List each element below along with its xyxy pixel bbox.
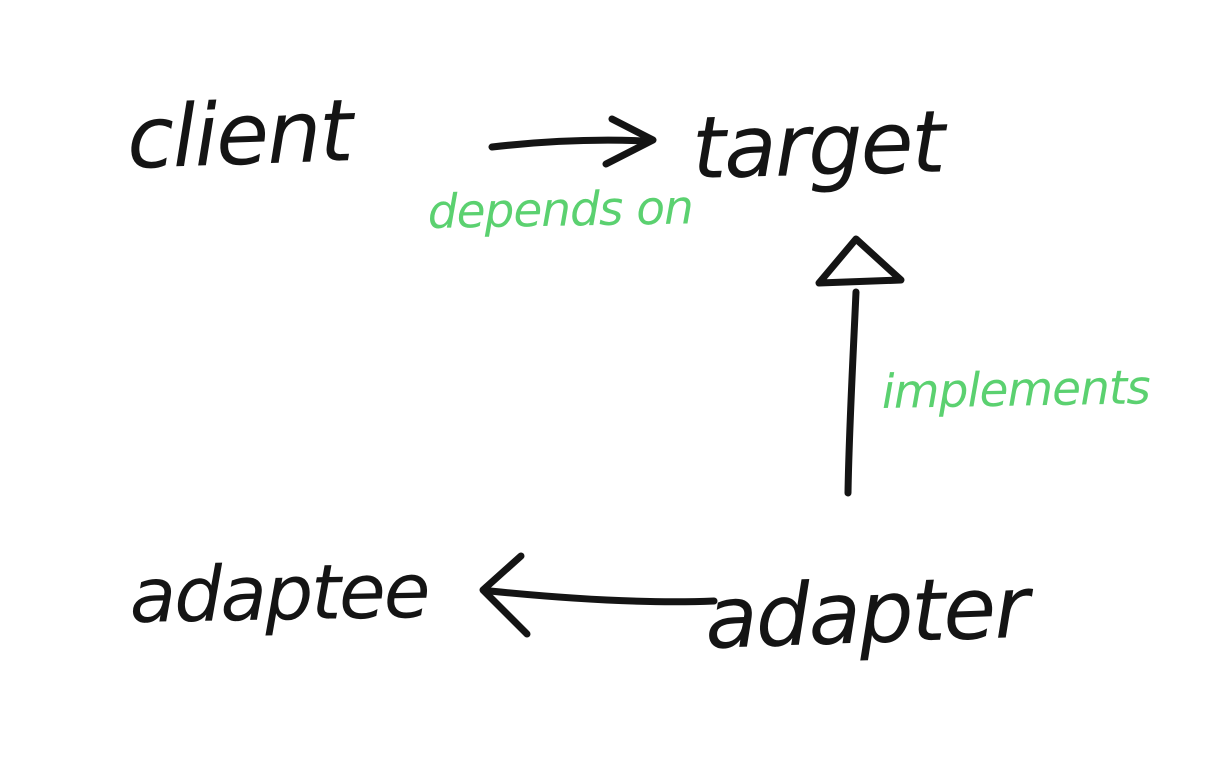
- edge-label-implements: implements: [881, 360, 1150, 420]
- node-client-label: client: [125, 81, 358, 189]
- adaptee-arrowhead-icon: [479, 552, 531, 638]
- node-adaptee-label: adaptee: [129, 546, 429, 640]
- edge-client-depends-on-target: depends on: [427, 115, 693, 240]
- node-adapter-label: adapter: [703, 558, 1035, 669]
- implements-arrow-shaft: [844, 288, 860, 497]
- node-target-label: target: [691, 92, 950, 199]
- adaptee-arrow-shaft: [486, 587, 718, 606]
- implements-hollow-triangle-icon: [815, 235, 905, 287]
- depends-on-arrow-shaft: [488, 136, 650, 151]
- edge-adapter-to-adaptee: [479, 552, 718, 638]
- edge-label-depends-on: depends on: [427, 180, 693, 240]
- edge-adapter-implements-target: implements: [815, 235, 1151, 497]
- depends-on-arrowhead-icon: [602, 115, 657, 168]
